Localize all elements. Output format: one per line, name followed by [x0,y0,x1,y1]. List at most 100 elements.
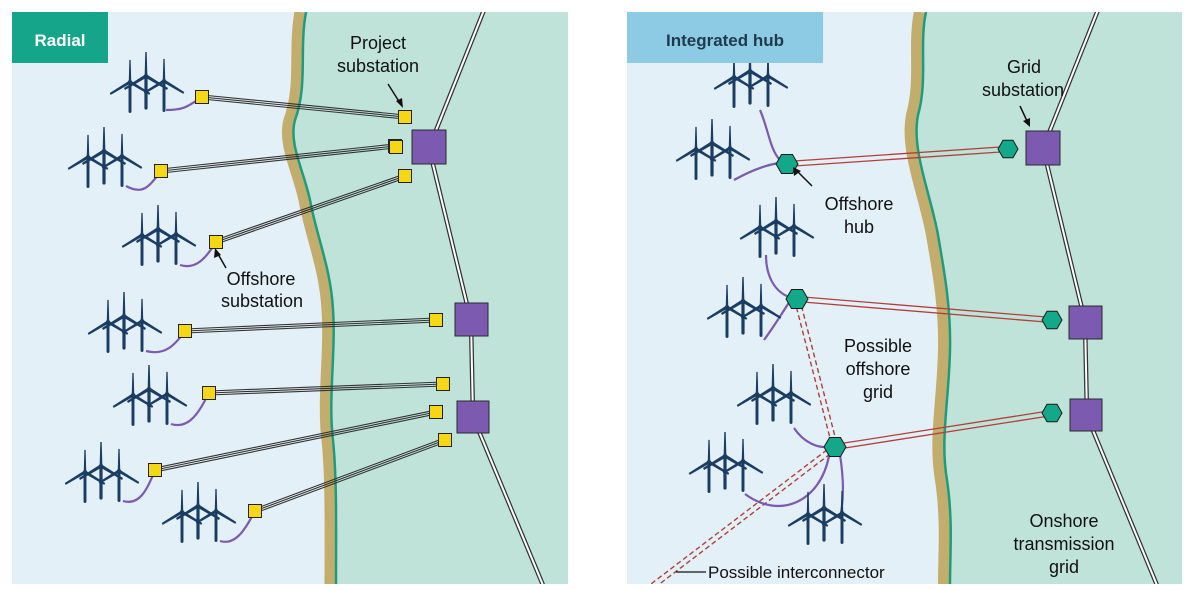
offshore-substation [429,313,443,327]
grid-substation [1068,305,1103,340]
offshore-hub-icon [823,437,847,457]
possible-interconnector-cable [649,444,838,584]
hub-sand-strip [904,12,951,584]
project-substation [411,129,447,165]
wind-turbine-icon [155,211,197,265]
offshore-substation-label: Offshore [227,269,296,289]
wind-turbine-icon [176,482,220,540]
wind-turbine-icon [821,490,863,544]
radial-tab-label: Radial [34,31,85,50]
onshore-grid-label: grid [1049,557,1079,577]
converter-station-icon [1041,403,1063,423]
onshore-grid-label: Onshore transmission grid [1013,511,1114,577]
wind-turbine-icon [79,442,123,500]
radial-panel: Radial Project substation Offshore subst… [12,12,568,584]
turbine-cluster [161,482,237,543]
callout-arrow [797,171,813,187]
turbine-cluster [736,364,812,425]
turbine-cluster [112,365,188,426]
converter-station-icon [997,139,1019,159]
offshore-substation [436,377,450,391]
grid-substation [1069,398,1103,432]
grid-substation-label: substation [982,80,1064,100]
radial-export-cables [154,94,446,514]
array-cable [764,254,790,299]
export-cable [184,317,437,334]
offshore-substation [429,405,443,419]
radial-tab-bg [12,12,108,63]
callout-arrowhead [793,167,801,176]
wind-turbine-icon [703,432,747,490]
grid-substation-callout: Grid substation [982,57,1064,127]
turbine-cluster [739,197,815,258]
project-substation [454,302,489,337]
turbine-cluster [688,432,764,493]
export-cable [215,173,406,245]
transmission-line [426,145,474,324]
offshore-hub-label: Offshore [825,194,894,214]
grid-substation-label: Grid [1007,57,1041,77]
project-substation-label: Project [350,33,406,53]
radial-coastline [292,12,338,584]
array-cable [744,455,831,508]
offshore-substation [178,324,192,338]
export-cable [201,94,406,120]
hub-tab: Integrated hub [627,12,823,63]
turbine-cluster [64,442,140,503]
possible-grid-label: offshore [846,359,911,379]
offshore-substation [438,433,452,447]
offshore-substation [209,235,223,249]
hub-land [910,12,1182,584]
offshore-substation-label: substation [221,291,303,311]
export-cable [154,409,437,473]
wind-turbine-icon [773,203,815,257]
hub-tab-label: Integrated hub [666,31,784,50]
offshore-substation [389,140,403,154]
array-cable [758,109,781,161]
possible-offshore-grid-cables [649,298,839,584]
radial-tab: Radial [12,12,108,63]
transmission-line [1040,145,1088,324]
wind-turbine-icon [721,277,765,335]
turbine-cluster [706,277,782,338]
transmission-line [1040,12,1100,151]
offshore-substation [195,90,209,104]
hub-panel: Integrated hub Grid substation Offshore … [627,12,1182,584]
hvdc-export-cable [834,409,1053,451]
callout-arrowhead [396,98,403,108]
project-substation-label: substation [337,56,419,76]
hub-grid-substations [1025,130,1103,432]
wind-turbine-icon [740,283,782,337]
onshore-grid-label: Onshore [1029,511,1098,531]
radial-offshore-substations [148,90,452,518]
offshore-hub-icon [775,154,799,174]
converter-station-icon [1041,310,1063,330]
transmission-line [470,414,545,584]
hub-coastline [915,12,952,584]
callout-arrowhead [1023,118,1030,127]
possible-grid-label: grid [863,382,893,402]
export-cable [254,437,446,514]
offshore-substation-callout: Offshore substation [214,248,303,311]
offshore-substation [248,504,262,518]
hub-export-cables [786,145,1053,451]
turbine-cluster [109,52,185,113]
callout-arrow [387,83,401,104]
wind-turbine-icon [709,125,751,179]
wind-turbine-icon [101,133,143,187]
wind-turbine-icon [98,448,140,502]
offshore-substation [398,169,412,183]
turbine-cluster [87,292,163,353]
export-cable [208,381,444,396]
radial-onshore-substations [411,129,490,434]
onshore-grid-label: transmission [1013,534,1114,554]
offshore-substation [202,386,216,400]
wind-turbine-icon [747,53,789,107]
wind-turbine-icon [143,58,185,112]
offshore-substation [154,164,168,178]
callout-arrow [1019,105,1028,122]
hvdc-export-cable [786,145,1009,168]
grid-substation [1025,130,1061,166]
